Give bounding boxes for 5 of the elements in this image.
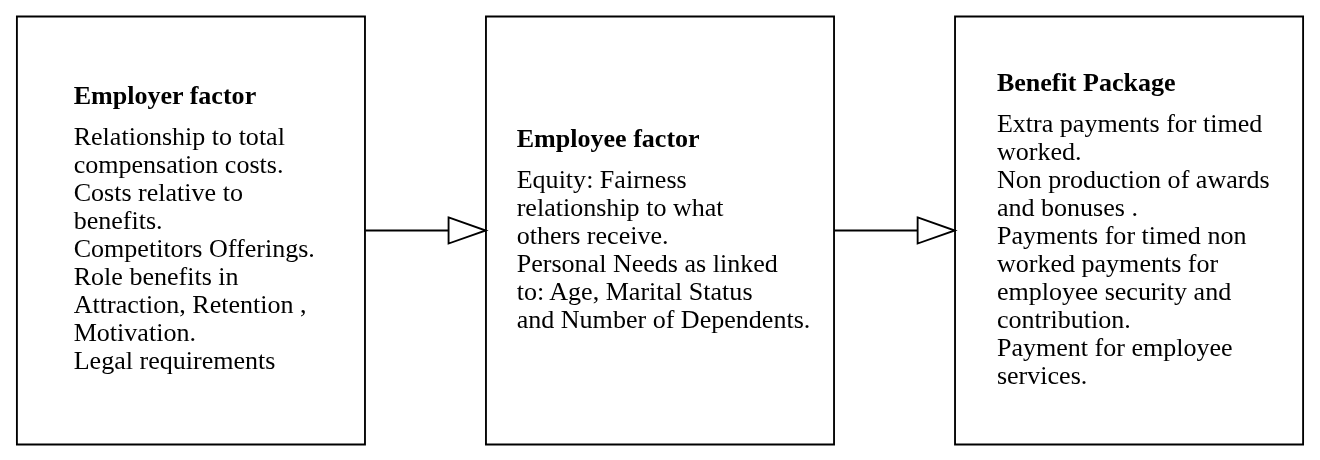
node-box: Employee factor Equity: Fairness relationship to what others receive. Personal Needs as linked to: Age, Marital Status and Number of Dependents. (485, 15, 835, 445)
node-box: Employer factor Relationship to total compensation costs. Costs relative to benefits. Competitors Offerings. Role benefits in Attraction, Retention , Motivation. Legal requirements (16, 15, 366, 445)
node-box: Benefit Package Extra payments for timed worked. Non production of awards and bonuses . Payments for timed non worked payments for employee security and contribution. Payment for employee services. (954, 15, 1304, 445)
arrow (833, 215, 958, 245)
arrow (364, 215, 489, 245)
